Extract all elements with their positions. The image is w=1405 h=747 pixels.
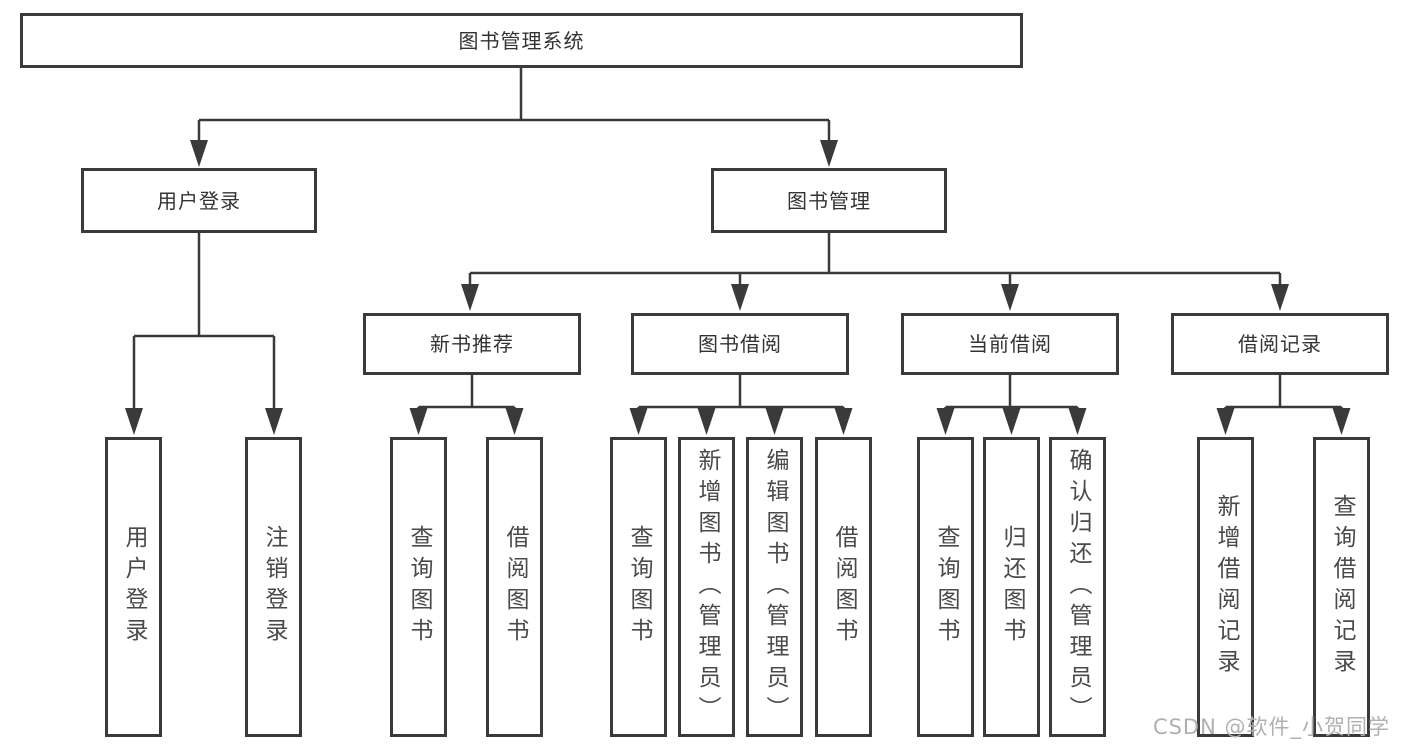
leaf-add-books-admin: 新增图书（管理员） xyxy=(678,437,735,737)
csdn-watermark: CSDN @软件_小贺同学 xyxy=(1152,715,1390,739)
leaf-borrow-books: 借阅图书 xyxy=(815,437,872,737)
leaf-query-books-current: 查询图书 xyxy=(917,437,974,737)
leaf-label: 查询借阅记录 xyxy=(1329,494,1355,680)
leaf-query-borrow-record: 查询借阅记录 xyxy=(1313,437,1370,737)
node-label: 图书管理系统 xyxy=(458,28,585,53)
leaf-label: 新增图书（管理员） xyxy=(694,447,720,727)
leaf-query-books-recommend: 查询图书 xyxy=(390,437,447,737)
node-label: 用户登录 xyxy=(157,188,241,213)
node-book-borrowing: 图书借阅 xyxy=(631,313,849,375)
leaf-label: 确认归还（管理员） xyxy=(1065,447,1091,727)
node-label: 当前借阅 xyxy=(968,332,1052,356)
leaf-return-books: 归还图书 xyxy=(983,437,1040,737)
leaf-confirm-return-admin: 确认归还（管理员） xyxy=(1049,437,1106,737)
leaf-label: 注销登录 xyxy=(261,525,287,649)
node-current-borrowing: 当前借阅 xyxy=(901,313,1119,375)
leaf-label: 借阅图书 xyxy=(831,525,857,649)
node-user-login-module: 用户登录 xyxy=(81,168,317,233)
node-label: 新书推荐 xyxy=(430,332,514,356)
node-book-management-module: 图书管理 xyxy=(711,168,947,233)
leaf-logout: 注销登录 xyxy=(245,437,302,737)
leaf-label: 借阅图书 xyxy=(502,525,528,649)
leaf-label: 查询图书 xyxy=(626,525,652,649)
leaf-label: 查询图书 xyxy=(406,525,432,649)
node-label: 图书借阅 xyxy=(698,332,782,356)
leaf-edit-books-admin: 编辑图书（管理员） xyxy=(746,437,803,737)
leaf-user-login: 用户登录 xyxy=(105,437,162,737)
leaf-label: 归还图书 xyxy=(999,525,1025,649)
node-library-management-system: 图书管理系统 xyxy=(20,13,1023,68)
node-new-book-recommendation: 新书推荐 xyxy=(363,313,581,375)
leaf-label: 用户登录 xyxy=(121,525,147,649)
leaf-borrow-books-recommend: 借阅图书 xyxy=(486,437,543,737)
node-label: 图书管理 xyxy=(787,188,871,213)
leaf-label: 编辑图书（管理员） xyxy=(762,447,788,727)
leaf-query-books-borrow: 查询图书 xyxy=(610,437,667,737)
leaf-label: 新增借阅记录 xyxy=(1213,494,1239,680)
leaf-label: 查询图书 xyxy=(933,525,959,649)
leaf-add-borrow-record: 新增借阅记录 xyxy=(1197,437,1254,737)
node-borrowing-records: 借阅记录 xyxy=(1171,313,1389,375)
node-label: 借阅记录 xyxy=(1238,332,1322,356)
